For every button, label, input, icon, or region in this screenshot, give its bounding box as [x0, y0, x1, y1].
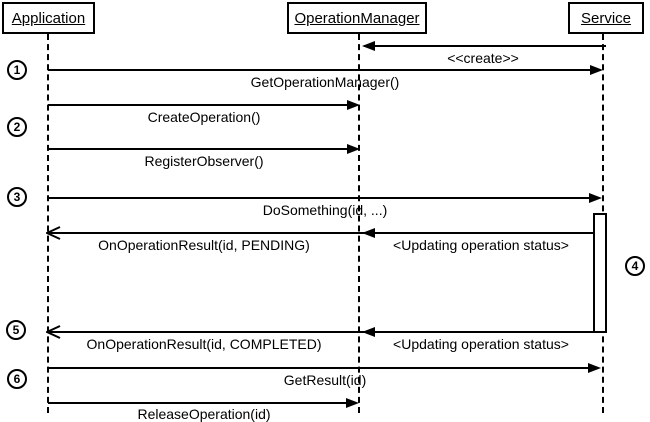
create-operation-label: CreateOperation() [147, 109, 261, 125]
step-6-number: 6 [13, 372, 21, 386]
lifeline-operation-manager [358, 34, 360, 413]
actor-box-service: Service [568, 2, 644, 34]
step-6-badge: 6 [7, 369, 27, 389]
step-1-number: 1 [13, 63, 21, 77]
step-3-badge: 3 [7, 187, 27, 207]
on-result-completed-line [48, 331, 593, 333]
on-result-pending-line [48, 232, 593, 234]
actor-label-application: Application [11, 9, 86, 27]
actor-label-service: Service [580, 9, 632, 27]
get-result-line [48, 367, 588, 369]
actor-box-operation-manager: OperationManager [287, 2, 427, 34]
updating-status-pending-label: <Updating operation status> [393, 237, 569, 253]
register-observer-label: RegisterObserver() [144, 153, 264, 169]
do-something-label: DoSomething(id, ...) [262, 202, 388, 218]
lifeline-application [47, 34, 49, 413]
activation-bar-service [593, 213, 607, 333]
create-message-arrowhead-icon [362, 41, 375, 51]
step-4-badge: 4 [625, 256, 645, 276]
updating-status-pending-arrowhead-icon [362, 228, 375, 238]
get-operation-manager-arrowhead-icon [590, 65, 603, 75]
release-operation-arrowhead-icon [346, 398, 359, 408]
step-1-badge: 1 [7, 60, 27, 80]
step-4-number: 4 [631, 259, 639, 273]
get-operation-manager-label: GetOperationManager() [250, 74, 400, 90]
get-operation-manager-line [48, 69, 590, 71]
actor-box-application: Application [2, 2, 95, 34]
updating-status-completed-arrowhead-icon [362, 327, 375, 337]
register-observer-line [48, 148, 347, 150]
step-5-badge: 5 [6, 320, 26, 340]
create-operation-line [48, 104, 347, 106]
get-result-arrowhead-icon [588, 363, 601, 373]
release-operation-label: ReleaseOperation(id) [137, 406, 271, 422]
do-something-arrowhead-icon [589, 193, 602, 203]
do-something-line [48, 197, 589, 199]
register-observer-arrowhead-icon [347, 144, 360, 154]
on-result-completed-label: OnOperationResult(id, COMPLETED) [86, 336, 322, 352]
create-message-line [364, 45, 606, 47]
actor-label-operation-manager: OperationManager [294, 9, 420, 27]
on-result-pending-open-arrowhead-icon [46, 226, 61, 240]
on-result-completed-open-arrowhead-icon [46, 325, 61, 339]
release-operation-line [48, 402, 346, 404]
on-result-pending-label: OnOperationResult(id, PENDING) [98, 237, 310, 253]
step-3-number: 3 [13, 190, 21, 204]
step-5-number: 5 [12, 323, 20, 337]
updating-status-completed-label: <Updating operation status> [393, 336, 569, 352]
step-2-badge: 2 [7, 117, 27, 137]
step-2-number: 2 [13, 120, 21, 134]
create-message-label: <<create>> [447, 50, 519, 66]
create-operation-arrowhead-icon [347, 100, 360, 110]
get-result-label: GetResult(id) [283, 372, 367, 388]
